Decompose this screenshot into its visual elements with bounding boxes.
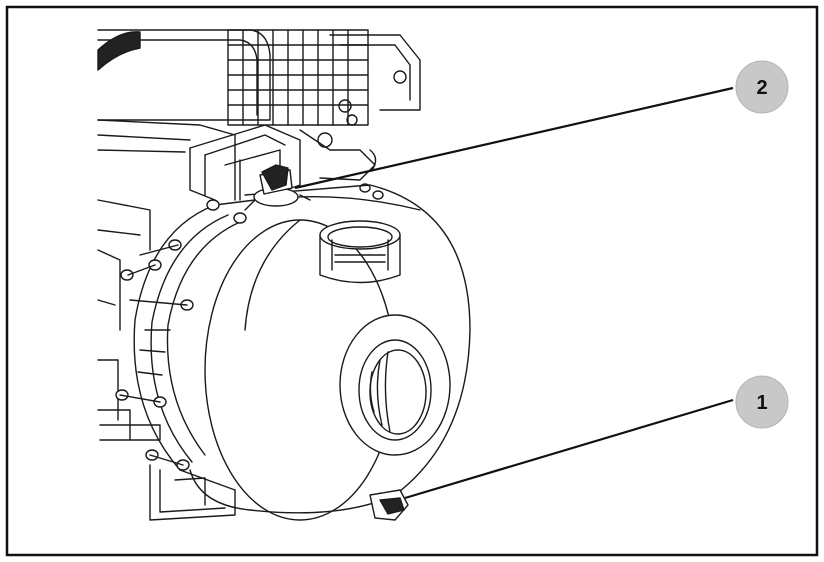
callout-2-label: 2 — [756, 77, 767, 99]
callout-2: 2 — [735, 60, 789, 114]
engine-block — [97, 29, 421, 521]
discharge-port — [319, 220, 401, 284]
callout-1-leader — [404, 398, 734, 500]
callout-1: 1 — [735, 375, 789, 429]
callout-1-circle — [735, 375, 789, 429]
outer-border — [5, 5, 819, 557]
pump-flange — [115, 183, 384, 491]
callout-2-leader — [294, 86, 734, 190]
inlet-port — [339, 314, 451, 456]
pump-volute — [189, 184, 471, 521]
fill-plug — [244, 164, 311, 211]
callout-2-circle — [735, 60, 789, 114]
callout-1-label: 1 — [756, 392, 767, 414]
